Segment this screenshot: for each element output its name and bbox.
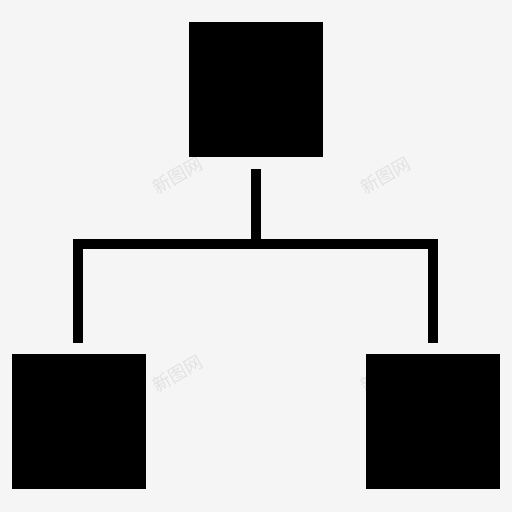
root-connector — [251, 169, 261, 245]
right-connector — [428, 239, 438, 343]
left-connector — [73, 239, 83, 343]
root-node — [189, 22, 323, 157]
child-right-node — [366, 354, 500, 489]
child-left-node — [12, 354, 146, 489]
branch-connector — [73, 239, 438, 249]
